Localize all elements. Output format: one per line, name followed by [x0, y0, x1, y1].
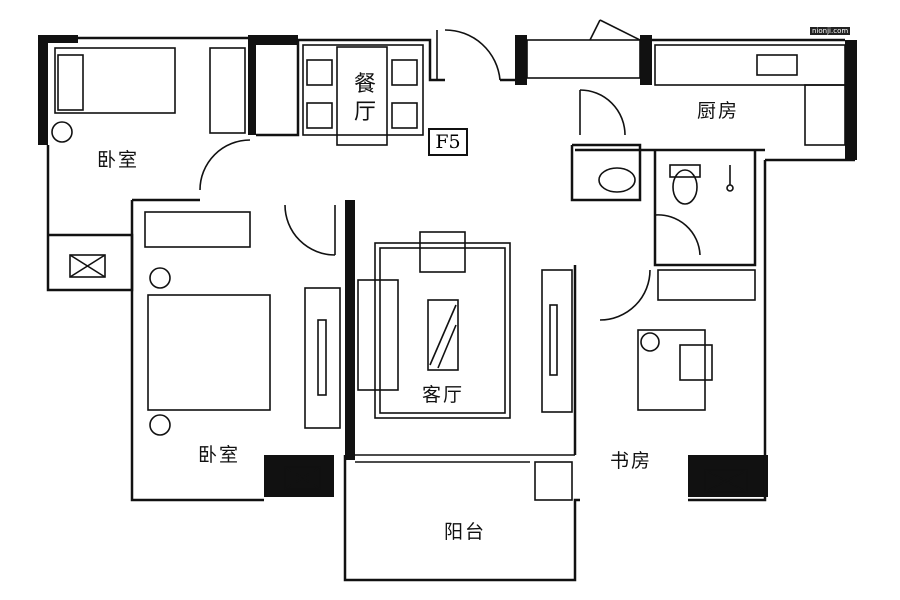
fridge-label: F5 [428, 128, 468, 156]
bed-2 [147, 294, 271, 411]
toilet [672, 169, 698, 205]
ac-unit-3 [704, 469, 748, 493]
tv-cabinet [304, 287, 341, 429]
study-cabinet [657, 269, 756, 301]
chair [679, 344, 713, 381]
bed-1 [54, 47, 176, 114]
rug [374, 242, 511, 419]
room-label-dining-1: 餐 [354, 72, 377, 97]
walls [38, 35, 857, 582]
windows [69, 19, 748, 493]
armchair [419, 231, 466, 273]
fan-icon [51, 121, 73, 143]
dining-table [336, 46, 388, 146]
kitchen-counter [654, 44, 846, 86]
room-label-bedroom-2: 卧室 [198, 444, 241, 466]
room-label-study: 书房 [610, 450, 653, 472]
sink [804, 84, 846, 146]
furniture [51, 44, 846, 501]
stove [756, 54, 798, 76]
ac-unit-1 [69, 254, 106, 278]
desk [637, 329, 706, 411]
room-label-living-room: 客厅 [422, 384, 465, 406]
room-label-dining-2: 厅 [354, 100, 377, 125]
wardrobe-1 [209, 47, 246, 134]
tv-cabinet-2 [541, 269, 573, 413]
washbasin [598, 167, 636, 193]
ac-unit-2 [284, 466, 321, 490]
doors [199, 29, 701, 321]
sofa [357, 279, 399, 391]
watermark: nionji.com [810, 27, 851, 35]
washing-machine [534, 461, 573, 501]
coffee-table [427, 299, 459, 371]
shower-icon [726, 184, 734, 192]
wardrobe-2 [144, 211, 251, 248]
room-label-bedroom-1: 卧室 [97, 149, 140, 171]
room-label-balcony: 阳台 [444, 521, 487, 543]
room-label-kitchen: 厨房 [697, 100, 740, 122]
